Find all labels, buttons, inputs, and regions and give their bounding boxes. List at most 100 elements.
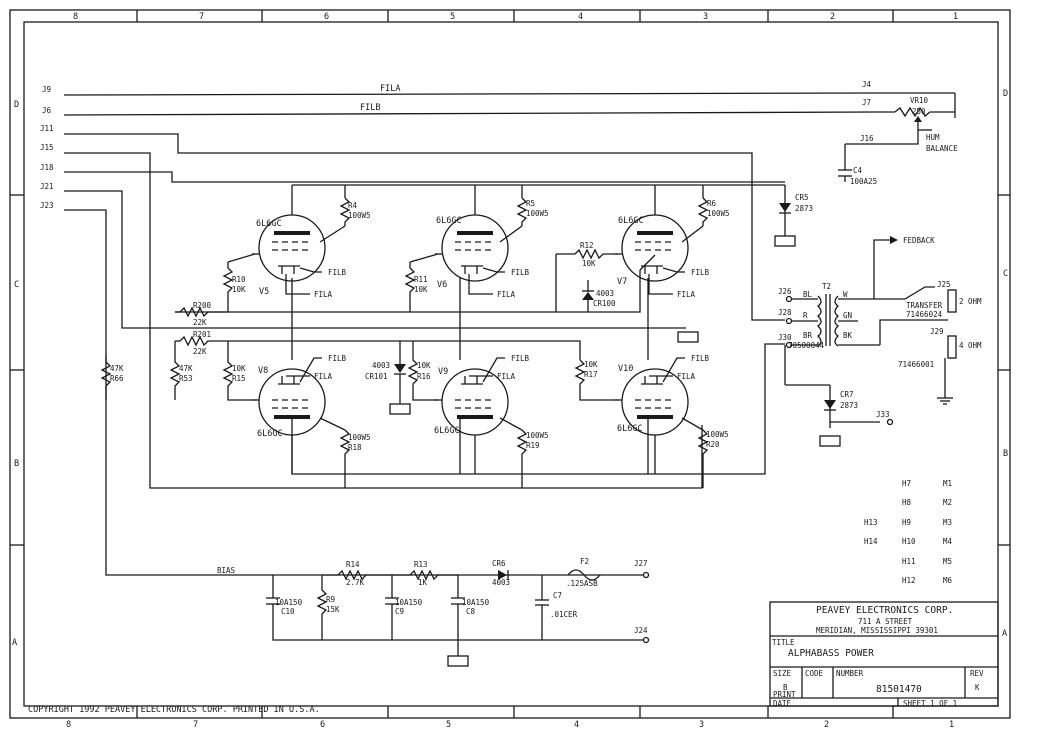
- t2-bl: BL: [803, 290, 813, 299]
- connector-j16: J16: [860, 134, 874, 143]
- connector-j25: J25: [937, 280, 951, 289]
- r6-resistor: [697, 197, 709, 226]
- hw-h10: H10: [902, 537, 916, 546]
- r53-label: R53: [179, 374, 193, 383]
- tube-v10-label: V10: [618, 364, 633, 374]
- connector-j9: J9: [42, 85, 51, 94]
- net-fila-bus: FILA: [380, 84, 400, 94]
- rev-label: REV: [970, 669, 984, 678]
- tube-v10-type: 6L6GC: [617, 424, 643, 434]
- print-label: PRINT: [773, 690, 796, 699]
- tube-heater: [644, 266, 658, 274]
- tube-filb-label: FILB: [691, 354, 710, 363]
- r12-resistor: [574, 248, 618, 260]
- hw-h8: H8: [902, 498, 912, 507]
- connector-j30: J30: [778, 333, 792, 342]
- r17-label: R17: [584, 370, 598, 379]
- r13-value: 1K: [418, 578, 428, 587]
- zone-top-5: 5: [450, 12, 455, 22]
- zone-top-6: 6: [324, 12, 329, 22]
- cr5-value: 2873: [795, 204, 813, 213]
- hum-balance-section: VR10 250 HUM BALANCE J16 C4 100A25: [838, 92, 958, 186]
- title-label: TITLE: [772, 638, 795, 647]
- cr7-value: 2873: [840, 401, 858, 410]
- hw-m6: M6: [943, 576, 953, 585]
- zone-right-b: B: [1003, 449, 1008, 459]
- r19-value: 100W5: [526, 431, 549, 440]
- cr100-label: CR100: [593, 299, 616, 308]
- tube-heater: [281, 376, 295, 384]
- cr7-label: CR7: [840, 390, 854, 399]
- r200-value: 22K: [193, 318, 207, 327]
- r18-resistor: [339, 429, 351, 488]
- tube-fila-label: FILA: [677, 290, 696, 299]
- hw-h9: H9: [902, 518, 911, 527]
- r201-resistor: [179, 335, 581, 360]
- tube-v9-type: 6L6GC: [434, 426, 460, 436]
- label-2-ohm: 2 OHM: [959, 297, 982, 306]
- r6-value: 100W5: [707, 209, 730, 218]
- c7-value: .01CER: [550, 610, 578, 619]
- company-city: MERIDIAN, MISSISSIPPI 39301: [816, 626, 938, 635]
- r201-label: R201: [193, 330, 211, 339]
- r13-resistor: [392, 569, 458, 581]
- code-label: CODE: [805, 669, 824, 678]
- r9-value: 15K: [326, 605, 340, 614]
- zone-right-c: C: [1003, 269, 1008, 279]
- tube-heater: [644, 376, 658, 384]
- inner-border: [23, 21, 999, 707]
- input-connectors: J9 J6 J11 J15 J18 J21 J23 FILA FILB J4 J…: [40, 80, 876, 576]
- r15-resistor: [222, 341, 255, 401]
- t2-bk: BK: [843, 331, 853, 340]
- size-value: B: [783, 683, 788, 692]
- r16-resistor: [407, 341, 438, 401]
- cr6-label: CR6: [492, 559, 506, 568]
- tube-heater: [281, 266, 295, 274]
- transfer-label: TRANSFER: [906, 301, 943, 310]
- c9-value: 10A150: [395, 598, 423, 607]
- c8-label: C8: [466, 607, 476, 616]
- r9-label: R9: [326, 595, 335, 604]
- r4-value: 100W5: [348, 211, 371, 220]
- net-fedback: FEDBACK: [903, 236, 935, 245]
- zone-bottom-5: 5: [446, 720, 451, 730]
- tube-filb-label: FILB: [511, 268, 530, 277]
- connector-j6: J6: [42, 106, 52, 115]
- tube-v7-type: 6L6GC: [618, 216, 644, 226]
- tube-fila-label: FILA: [314, 372, 333, 381]
- r200-resistor: [179, 306, 228, 318]
- c4-label: C4: [853, 166, 863, 175]
- zone-bottom-8: 8: [66, 720, 71, 730]
- r15-value: 10K: [232, 364, 246, 373]
- zone-bottom-3: 3: [699, 720, 704, 730]
- drawing-title: ALPHABASS POWER: [788, 648, 874, 659]
- tube-filb-label: FILB: [691, 268, 710, 277]
- sheet-border: 8 7 6 5 4 3 2 1 8 7 6 5 4 3 2 1 D C B A …: [9, 9, 1011, 730]
- r10-label: R10: [232, 275, 246, 284]
- r16-label: R16: [417, 372, 431, 381]
- ground-center: [677, 331, 699, 343]
- tube-fila-label: FILA: [314, 290, 333, 299]
- label-4-ohm: 4 OHM: [959, 341, 982, 350]
- r14-resistor: [322, 569, 392, 581]
- r53-resistor: [169, 341, 181, 400]
- company-name: PEAVEY ELECTRONICS CORP.: [816, 605, 953, 616]
- c9-label: C9: [395, 607, 404, 616]
- bottom-row-network: R201 22K 47K R66 47K R53 10K R15 4003 CR…: [100, 278, 785, 488]
- tube-v6-type: 6L6GC: [436, 216, 462, 226]
- cr100-value: 4003: [596, 289, 614, 298]
- sheet-number: SHEET 1 OF 1: [903, 699, 957, 708]
- vr10-value: 250: [912, 107, 926, 116]
- r17-resistor: [574, 359, 618, 401]
- copyright: COPYRIGHT 1992 PEAVEY ELECTRONICS CORP. …: [28, 705, 320, 715]
- connector-j18: J18: [40, 163, 54, 172]
- ground-cr5: [774, 235, 796, 247]
- cr101-label: CR101: [365, 372, 388, 381]
- r18-value: 100W5: [348, 433, 371, 442]
- connector-j27: J27: [634, 559, 648, 568]
- company-street: 711 A STREET: [858, 617, 913, 626]
- vr10-resistor: [894, 106, 955, 118]
- r201-value: 22K: [193, 347, 207, 356]
